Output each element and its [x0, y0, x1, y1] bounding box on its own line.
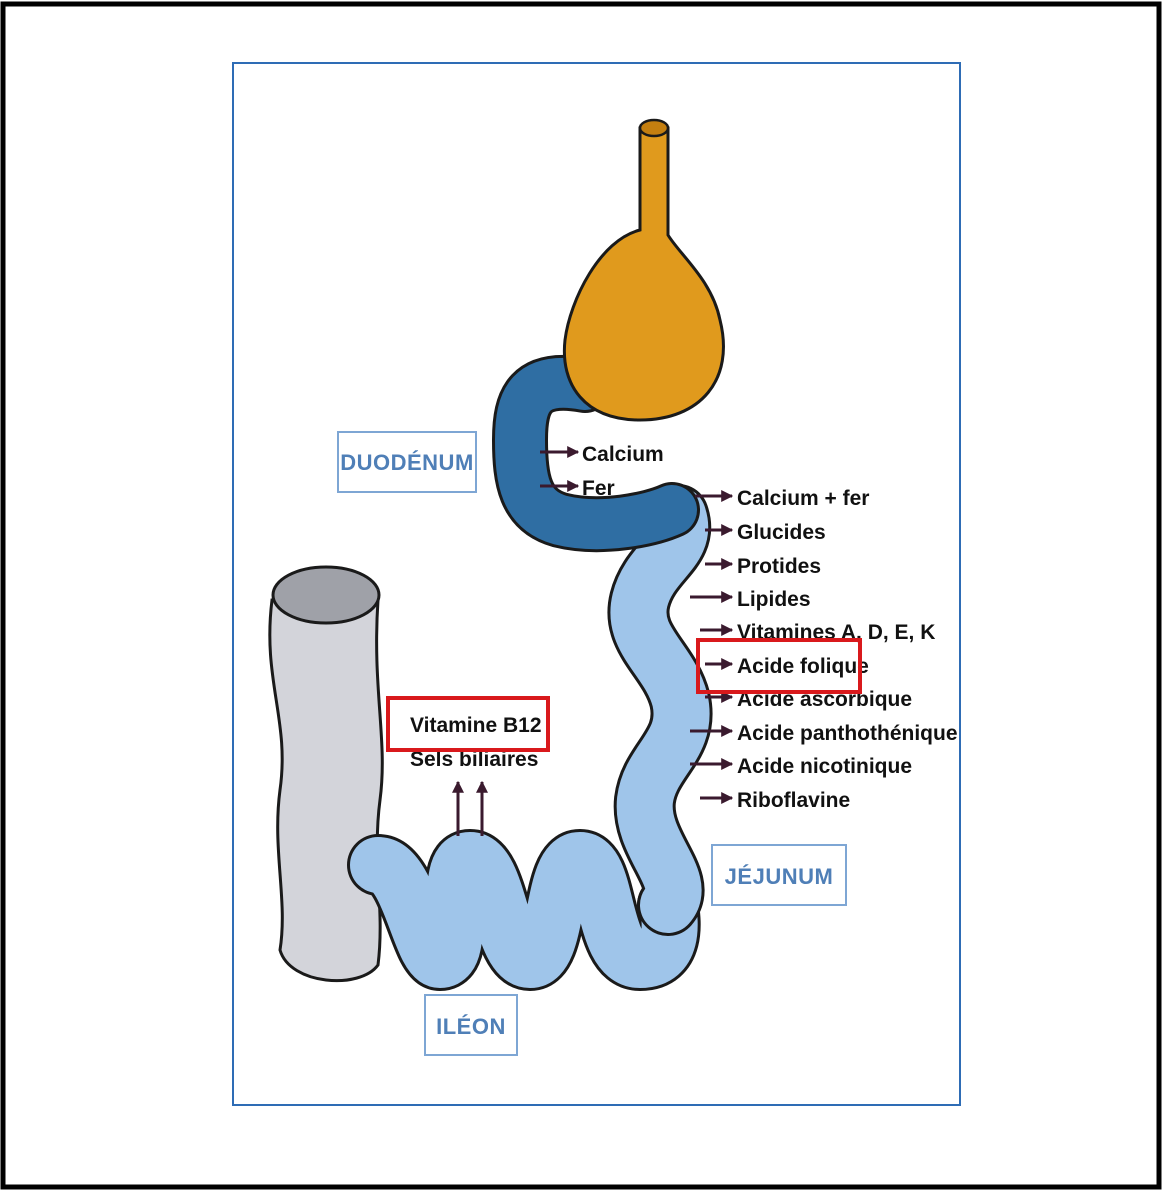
absorption-label: Calcium — [582, 443, 664, 466]
absorption-label: Vitamine B12 — [410, 714, 542, 737]
absorption-label: Fer — [582, 477, 615, 500]
ileum-label: ILÉON — [425, 995, 517, 1055]
svg-text:DUODÉNUM: DUODÉNUM — [340, 450, 474, 475]
absorption-label: Riboflavine — [737, 789, 850, 812]
absorption-label: Acide panthothénique — [737, 722, 958, 745]
duodenum-label: DUODÉNUM — [338, 432, 476, 492]
svg-text:ILÉON: ILÉON — [436, 1014, 506, 1039]
absorption-label: Glucides — [737, 521, 826, 544]
svg-text:JÉJUNUM: JÉJUNUM — [725, 864, 834, 889]
jejunum-label: JÉJUNUM — [712, 845, 846, 905]
absorption-label: Lipides — [737, 588, 811, 611]
colon — [270, 567, 382, 981]
absorption-label: Calcium + fer — [737, 487, 869, 510]
absorption-label: Protides — [737, 555, 821, 578]
absorption-label: Acide nicotinique — [737, 755, 912, 778]
absorption-label: Acide folique — [737, 655, 869, 678]
